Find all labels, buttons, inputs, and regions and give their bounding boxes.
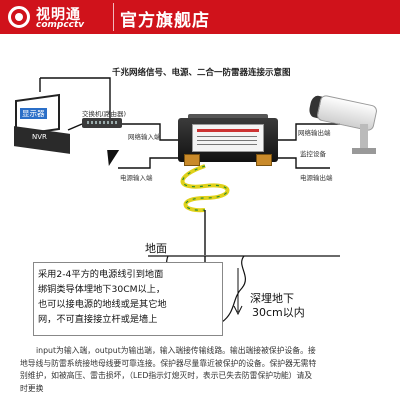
protector-product-label [192, 124, 264, 152]
note-line: 绑铜类导体埋地下30CM以上， [38, 284, 166, 295]
note-line: 也可以接电源的地线或是其它地 [38, 299, 167, 310]
store-title: 官方旗舰店 [120, 11, 210, 31]
camera-mount-icon [360, 124, 368, 150]
instruction-line: 地导线与防雷系统接地母线要可靠连接。保护器尽量靠近被保护的设备。保护器无需特 [20, 358, 317, 368]
ground-label: 地面 [145, 242, 167, 255]
ground-wire-coil [180, 164, 230, 213]
nvr-switch-link [67, 123, 83, 131]
installation-instructions: input为输入端，output为输出端，输入端接传输线路。输出端接被保护设备。… [20, 345, 388, 395]
burial-depth-value: 30cm以内 [252, 306, 305, 319]
power-input-cable [118, 157, 180, 169]
network-input-cable [118, 123, 180, 141]
monitor-label: 显示器 [20, 108, 47, 119]
instruction-line: 别维护，如被高压、雷击损坏，（LED指示灯熄灭时，表示已失去防雷保护功能）请及 [20, 371, 313, 380]
switch-label: 交换机(路由器) [82, 110, 127, 118]
note-line: 网，不可直接接立杆或是墙上 [38, 314, 158, 325]
instruction-line: input为输入端，output为输出端，输入端接传输线路。输出端接被保护设备。… [36, 346, 316, 355]
header-divider [113, 3, 114, 31]
network-output-cable [278, 123, 340, 141]
protector-input-port [184, 154, 200, 166]
depth-arrow-head [233, 305, 243, 316]
network-switch-icon [82, 118, 122, 128]
power-output-cable [278, 157, 330, 169]
note-line: 采用2-4平方的电源线引到地面 [38, 269, 164, 280]
instruction-line: 时更换 [20, 383, 44, 393]
store-header: 视明通 compcctv 官方旗舰店 [0, 0, 400, 34]
power-input-label: 电源输入端 [120, 174, 153, 182]
brand-name-english: compcctv [36, 20, 85, 30]
network-output-label: 网络输出端 [298, 129, 331, 137]
logo-eye-icon [8, 6, 30, 28]
camera-mount-base [352, 148, 376, 154]
burial-depth-label: 深埋地下 [250, 292, 294, 305]
protector-output-port [256, 154, 272, 166]
camera-label: 监控设备 [300, 150, 326, 158]
brand-name: 视明通 [36, 7, 81, 23]
surge-protector-device [178, 114, 278, 168]
nvr-uplink-cable [40, 77, 111, 118]
power-output-label: 电源输出端 [300, 174, 333, 182]
nvr-label: NVR [32, 133, 47, 141]
network-input-label: 网络输入端 [128, 133, 161, 141]
diagram-title: 千兆网络信号、电源、二合一防雷器连接示意图 [112, 68, 291, 78]
grounding-note-box: 采用2-4平方的电源线引到地面 绑铜类导体埋地下30CM以上， 也可以接电源的地… [33, 262, 223, 336]
